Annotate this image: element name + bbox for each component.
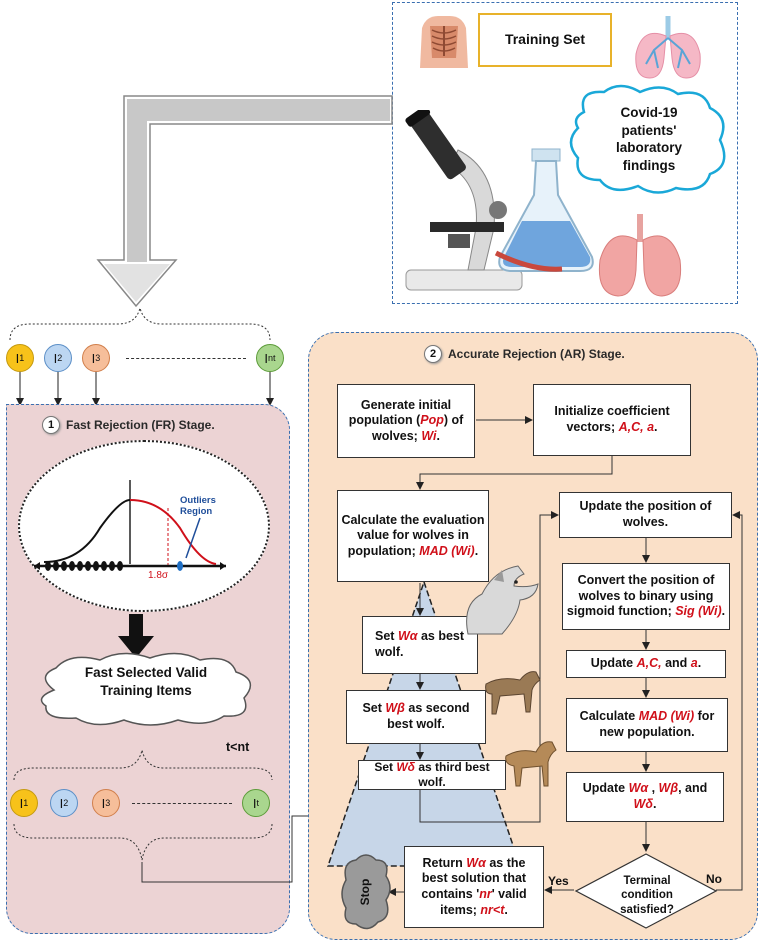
return-solution-box: Return Wα as the best solution that cont… [404,846,544,928]
convert-binary-box: Convert the position of wolves to binary… [562,563,730,630]
bottom-brace [13,823,273,861]
calculate-evaluation-box: Calculate the evaluation value for wolve… [337,490,489,582]
set-alpha-wolf-box: Set Wα as best wolf. [362,616,478,674]
update-leaders-box: Update Wα , Wβ, and Wδ. [566,772,724,822]
ellipsis-line-top [126,358,246,359]
covid-cloud-text: Covid-19 patients' laboratory findings [615,105,683,173]
top-brace [9,307,271,341]
flask-illustration [494,148,594,272]
microscope-illustration [405,110,523,291]
node-arrows-top [16,372,274,406]
wolf-walking-illustration [505,741,557,787]
stop-cloud-shape [341,854,391,930]
data-flow-arrow [96,95,393,308]
outliers-region-label: Outliers Region [180,495,216,517]
lungs-icon-top [635,16,701,79]
wolf-standing-illustration [485,671,541,715]
middle-brace [13,749,273,781]
wolf-howling-illustration [466,565,539,635]
fr-stage-title: 1 Fast Rejection (FR) Stage. [42,416,215,434]
generate-population-box: Generate initial population (Pop) of wol… [337,384,475,458]
calculate-mad-box: Calculate MAD (Wi) for new population. [566,698,728,752]
lungs-icon-bottom [598,214,682,297]
covid-cloud-shape [569,84,726,194]
fr-cloud-text: Fast Selected Valid Training Items [84,665,208,698]
training-set-title: Training Set [478,13,612,67]
torso-illustration [420,16,468,68]
sigma-label: 1.8σ [148,570,169,581]
set-beta-wolf-box: Set Wβ as second best wolf. [346,690,486,744]
update-acs-box: Update A,C, and a. [566,650,726,678]
terminal-decision-diamond [574,853,718,929]
ar-stage-title: 2 Accurate Rejection (AR) Stage. [424,345,625,363]
no-label: No [706,872,722,886]
initialize-coefficients-box: Initialize coefficient vectors; A,C, a. [533,384,691,456]
set-delta-wolf-box: Set Wδ as third best wolf. [358,760,506,790]
terminal-condition-text: Terminal condition satisfied? [620,875,674,916]
stop-label: Stop [358,878,372,906]
outlier-distribution-plot [34,480,226,571]
update-position-box: Update the position of wolves. [559,492,732,538]
ellipsis-line-bottom [132,803,232,804]
yes-label: Yes [548,874,569,888]
